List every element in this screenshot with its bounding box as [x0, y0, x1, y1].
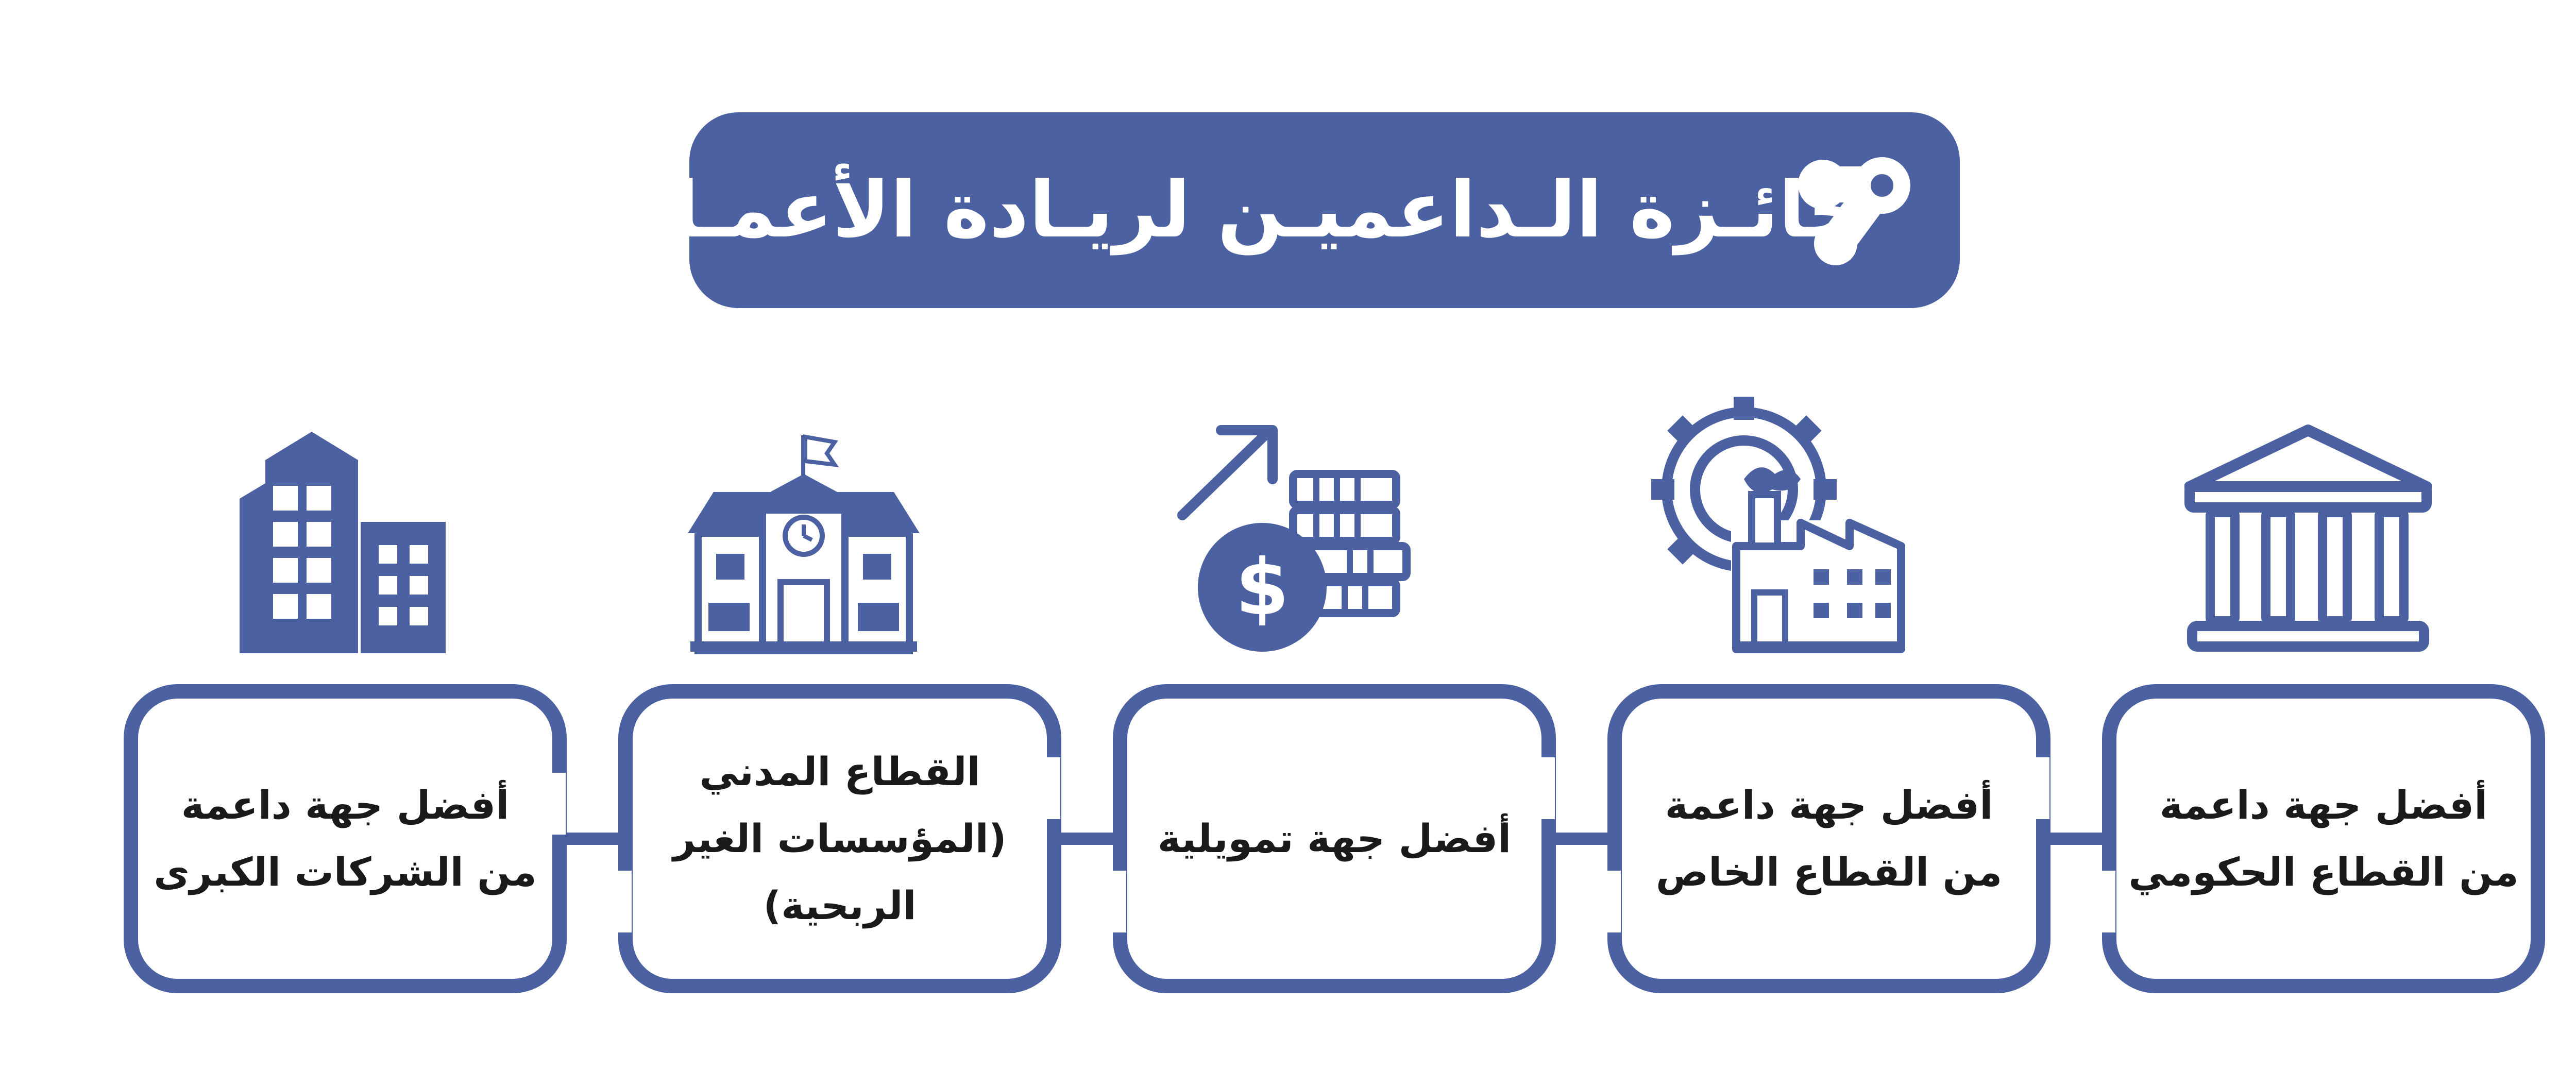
card-text: القطاع المدني (المؤسسات الغير الربحية): [662, 738, 1018, 939]
page-title: جائـزة الـداعميـن لريـادة الأعمـال: [605, 165, 1863, 255]
card-line: (المؤسسات الغير: [673, 816, 1007, 861]
card-line: من القطاع الخاص: [1655, 849, 2003, 895]
card-line: أفضل جهة داعمة: [181, 782, 510, 828]
card-border-gap: [552, 773, 566, 835]
card-border-gap: [618, 871, 632, 932]
card-line: القطاع المدني: [699, 749, 980, 794]
card-line: من الشركات الكبرى: [154, 849, 537, 895]
card-border-gap: [2102, 871, 2115, 932]
card-border-gap: [1113, 871, 1126, 932]
card-border-gap: [1607, 871, 1621, 932]
svg-text:$: $: [1235, 543, 1289, 633]
award-card-private-sector: أفضل جهة داعمة من القطاع الخاص: [1607, 684, 2050, 993]
card-text: أفضل جهة تمويلية: [1156, 805, 1512, 872]
government-building-icon: [2184, 425, 2432, 652]
card-border-gap: [1541, 757, 1555, 819]
factory-gear-icon: [1651, 397, 1906, 653]
card-line: من القطاع الحكومي: [2128, 849, 2519, 895]
card-line: أفضل جهة داعمة: [2159, 782, 2488, 828]
award-card-civil-sector: القطاع المدني (المؤسسات الغير الربحية): [618, 684, 1061, 993]
award-card-large-companies: أفضل جهة داعمة من الشركات الكبرى: [124, 684, 567, 993]
molecule-logo-icon: [1798, 157, 1910, 265]
award-card-funding: أفضل جهة تمويلية: [1113, 684, 1556, 993]
card-line: أفضل جهة تمويلية: [1157, 816, 1512, 861]
title-banner: جائـزة الـداعميـن لريـادة الأعمـال: [605, 112, 1960, 308]
card-text: أفضل جهة داعمة من القطاع الخاص: [1651, 772, 2007, 906]
card-text: أفضل جهة داعمة من الشركات الكبرى: [154, 772, 536, 906]
card-text: أفضل جهة داعمة من القطاع الحكومي: [2128, 772, 2518, 906]
money-growth-icon: $: [1177, 425, 1411, 652]
office-buildings-icon: [240, 432, 446, 653]
card-border-gap: [1047, 757, 1060, 819]
award-card-government-sector: أفضل جهة داعمة من القطاع الحكومي: [2102, 684, 2545, 993]
card-line: الربحية): [763, 883, 917, 928]
card-border-gap: [2036, 757, 2049, 819]
card-line: أفضل جهة داعمة: [1665, 782, 1993, 828]
school-building-icon: [688, 434, 920, 654]
